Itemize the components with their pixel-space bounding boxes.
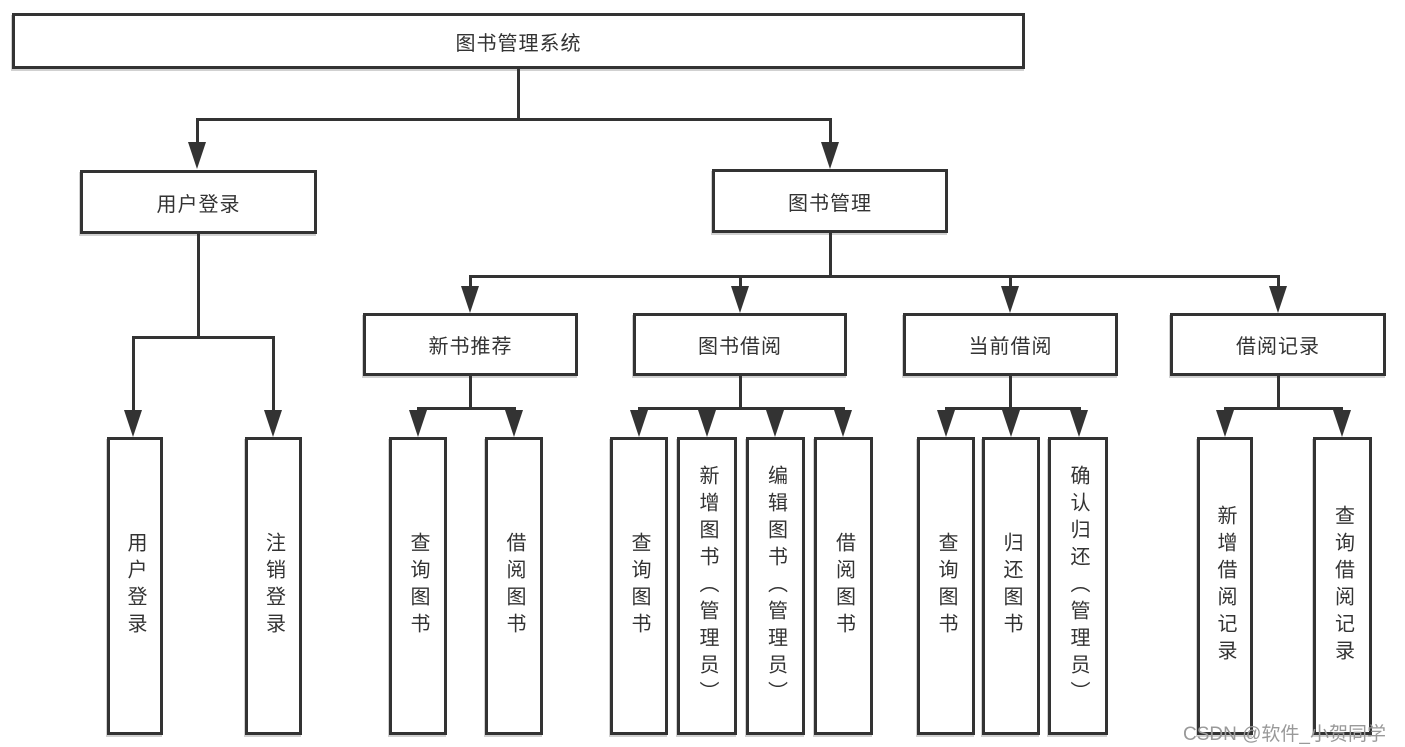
leaf-nb-query-label: 查询图书 <box>407 532 429 640</box>
arrowhead-cb-query <box>937 410 955 437</box>
connector-user-login-stem <box>197 234 200 336</box>
connector-book-borrow-stem <box>739 376 742 407</box>
csdn-watermark: CSDN @软件_小贺同学 <box>1183 724 1386 745</box>
connector-current-borrow-stem <box>1009 376 1012 407</box>
arrowhead-user-login <box>188 142 206 169</box>
arrowhead-book-mgmt <box>821 142 839 169</box>
arrowhead-bb-edit <box>766 410 784 437</box>
leaf-bb-borrow-label: 借阅图书 <box>832 532 855 640</box>
connector-root-stem <box>517 69 520 118</box>
connector-borrow-record-bus <box>1224 407 1343 410</box>
leaf-cb-return: 归还图书 <box>982 437 1040 735</box>
node-root-label: 图书管理系统 <box>455 32 582 55</box>
arrowhead-new-book-rec <box>461 286 479 313</box>
arrowhead-br-query <box>1333 410 1351 437</box>
leaf-nb-borrow-label: 借阅图书 <box>503 532 525 640</box>
node-book-borrow: 图书借阅 <box>633 313 847 376</box>
leaf-logout-label: 注销登录 <box>262 532 285 640</box>
leaf-bb-borrow: 借阅图书 <box>814 437 873 735</box>
arrowhead-bb-borrow <box>834 410 852 437</box>
node-borrow-record: 借阅记录 <box>1170 313 1386 376</box>
leaf-cb-query-label: 查询图书 <box>935 532 957 640</box>
leaf-nb-query: 查询图书 <box>389 437 447 735</box>
leaf-bb-add-label: 新增图书（管理员） <box>696 464 718 708</box>
node-new-book-rec-label: 新书推荐 <box>428 336 513 358</box>
arrowhead-br-add <box>1216 410 1234 437</box>
arrowhead-nb-borrow <box>505 410 523 437</box>
leaf-cb-return-label: 归还图书 <box>1000 532 1022 640</box>
connector-book-borrow-bus <box>638 407 845 410</box>
arrowhead-current-borrow <box>1001 286 1019 313</box>
leaf-logout: 注销登录 <box>245 437 302 735</box>
connector-drop-current-borrow <box>1009 275 1012 289</box>
arrowhead-cb-confirm <box>1070 410 1088 437</box>
connector-drop-book-borrow <box>739 275 742 289</box>
leaf-bb-edit: 编辑图书（管理员） <box>746 437 805 735</box>
connector-user-login-bus <box>132 336 275 339</box>
leaf-br-add: 新增借阅记录 <box>1197 437 1253 735</box>
arrowhead-nb-query <box>409 410 427 437</box>
leaf-br-add-label: 新增借阅记录 <box>1214 505 1236 667</box>
node-book-borrow-label: 图书借阅 <box>698 336 782 358</box>
leaf-br-query-label: 查询借阅记录 <box>1331 505 1354 667</box>
connector-new-book-rec-stem <box>469 376 472 407</box>
leaf-cb-confirm: 确认归还（管理员） <box>1048 437 1108 735</box>
node-book-mgmt: 图书管理 <box>712 169 948 233</box>
leaf-bb-query-label: 查询图书 <box>628 532 650 640</box>
arrowhead-bb-add <box>698 410 716 437</box>
node-borrow-record-label: 借阅记录 <box>1236 336 1320 358</box>
connector-drop-leaf-logout <box>272 336 275 413</box>
node-new-book-rec: 新书推荐 <box>363 313 578 376</box>
connector-borrow-record-stem <box>1277 376 1280 407</box>
leaf-user-login-label: 用户登录 <box>124 532 146 640</box>
node-current-borrow: 当前借阅 <box>903 313 1118 376</box>
leaf-br-query: 查询借阅记录 <box>1313 437 1372 735</box>
arrowhead-leaf-login <box>124 410 142 437</box>
leaf-cb-query: 查询图书 <box>917 437 975 735</box>
node-user-login: 用户登录 <box>80 170 317 234</box>
arrowhead-bb-query <box>630 410 648 437</box>
connector-current-borrow-bus <box>945 407 1081 410</box>
leaf-bb-edit-label: 编辑图书（管理员） <box>764 464 787 708</box>
leaf-bb-add: 新增图书（管理员） <box>677 437 737 735</box>
connector-book-mgmt-stem <box>829 233 832 275</box>
arrowhead-leaf-logout <box>264 410 282 437</box>
connector-drop-leaf-login <box>132 336 135 413</box>
connector-new-book-rec-bus <box>417 407 516 410</box>
connector-drop-new-book-rec <box>469 275 472 289</box>
connector-drop-book-mgmt <box>829 118 832 146</box>
leaf-nb-borrow: 借阅图书 <box>485 437 543 735</box>
arrowhead-borrow-record <box>1269 286 1287 313</box>
node-current-borrow-label: 当前借阅 <box>968 336 1053 358</box>
leaf-user-login: 用户登录 <box>107 437 163 735</box>
arrowhead-book-borrow <box>731 286 749 313</box>
node-user-login-label: 用户登录 <box>156 193 241 216</box>
connector-book-mgmt-bus <box>469 275 1280 278</box>
connector-drop-user-login <box>196 118 199 146</box>
node-book-mgmt-label: 图书管理 <box>788 192 872 215</box>
arrowhead-cb-return <box>1002 410 1020 437</box>
leaf-bb-query: 查询图书 <box>610 437 668 735</box>
node-root: 图书管理系统 <box>12 13 1025 69</box>
leaf-cb-confirm-label: 确认归还（管理员） <box>1067 464 1089 708</box>
connector-drop-borrow-record <box>1277 275 1280 289</box>
connector-root-bus <box>196 118 832 121</box>
